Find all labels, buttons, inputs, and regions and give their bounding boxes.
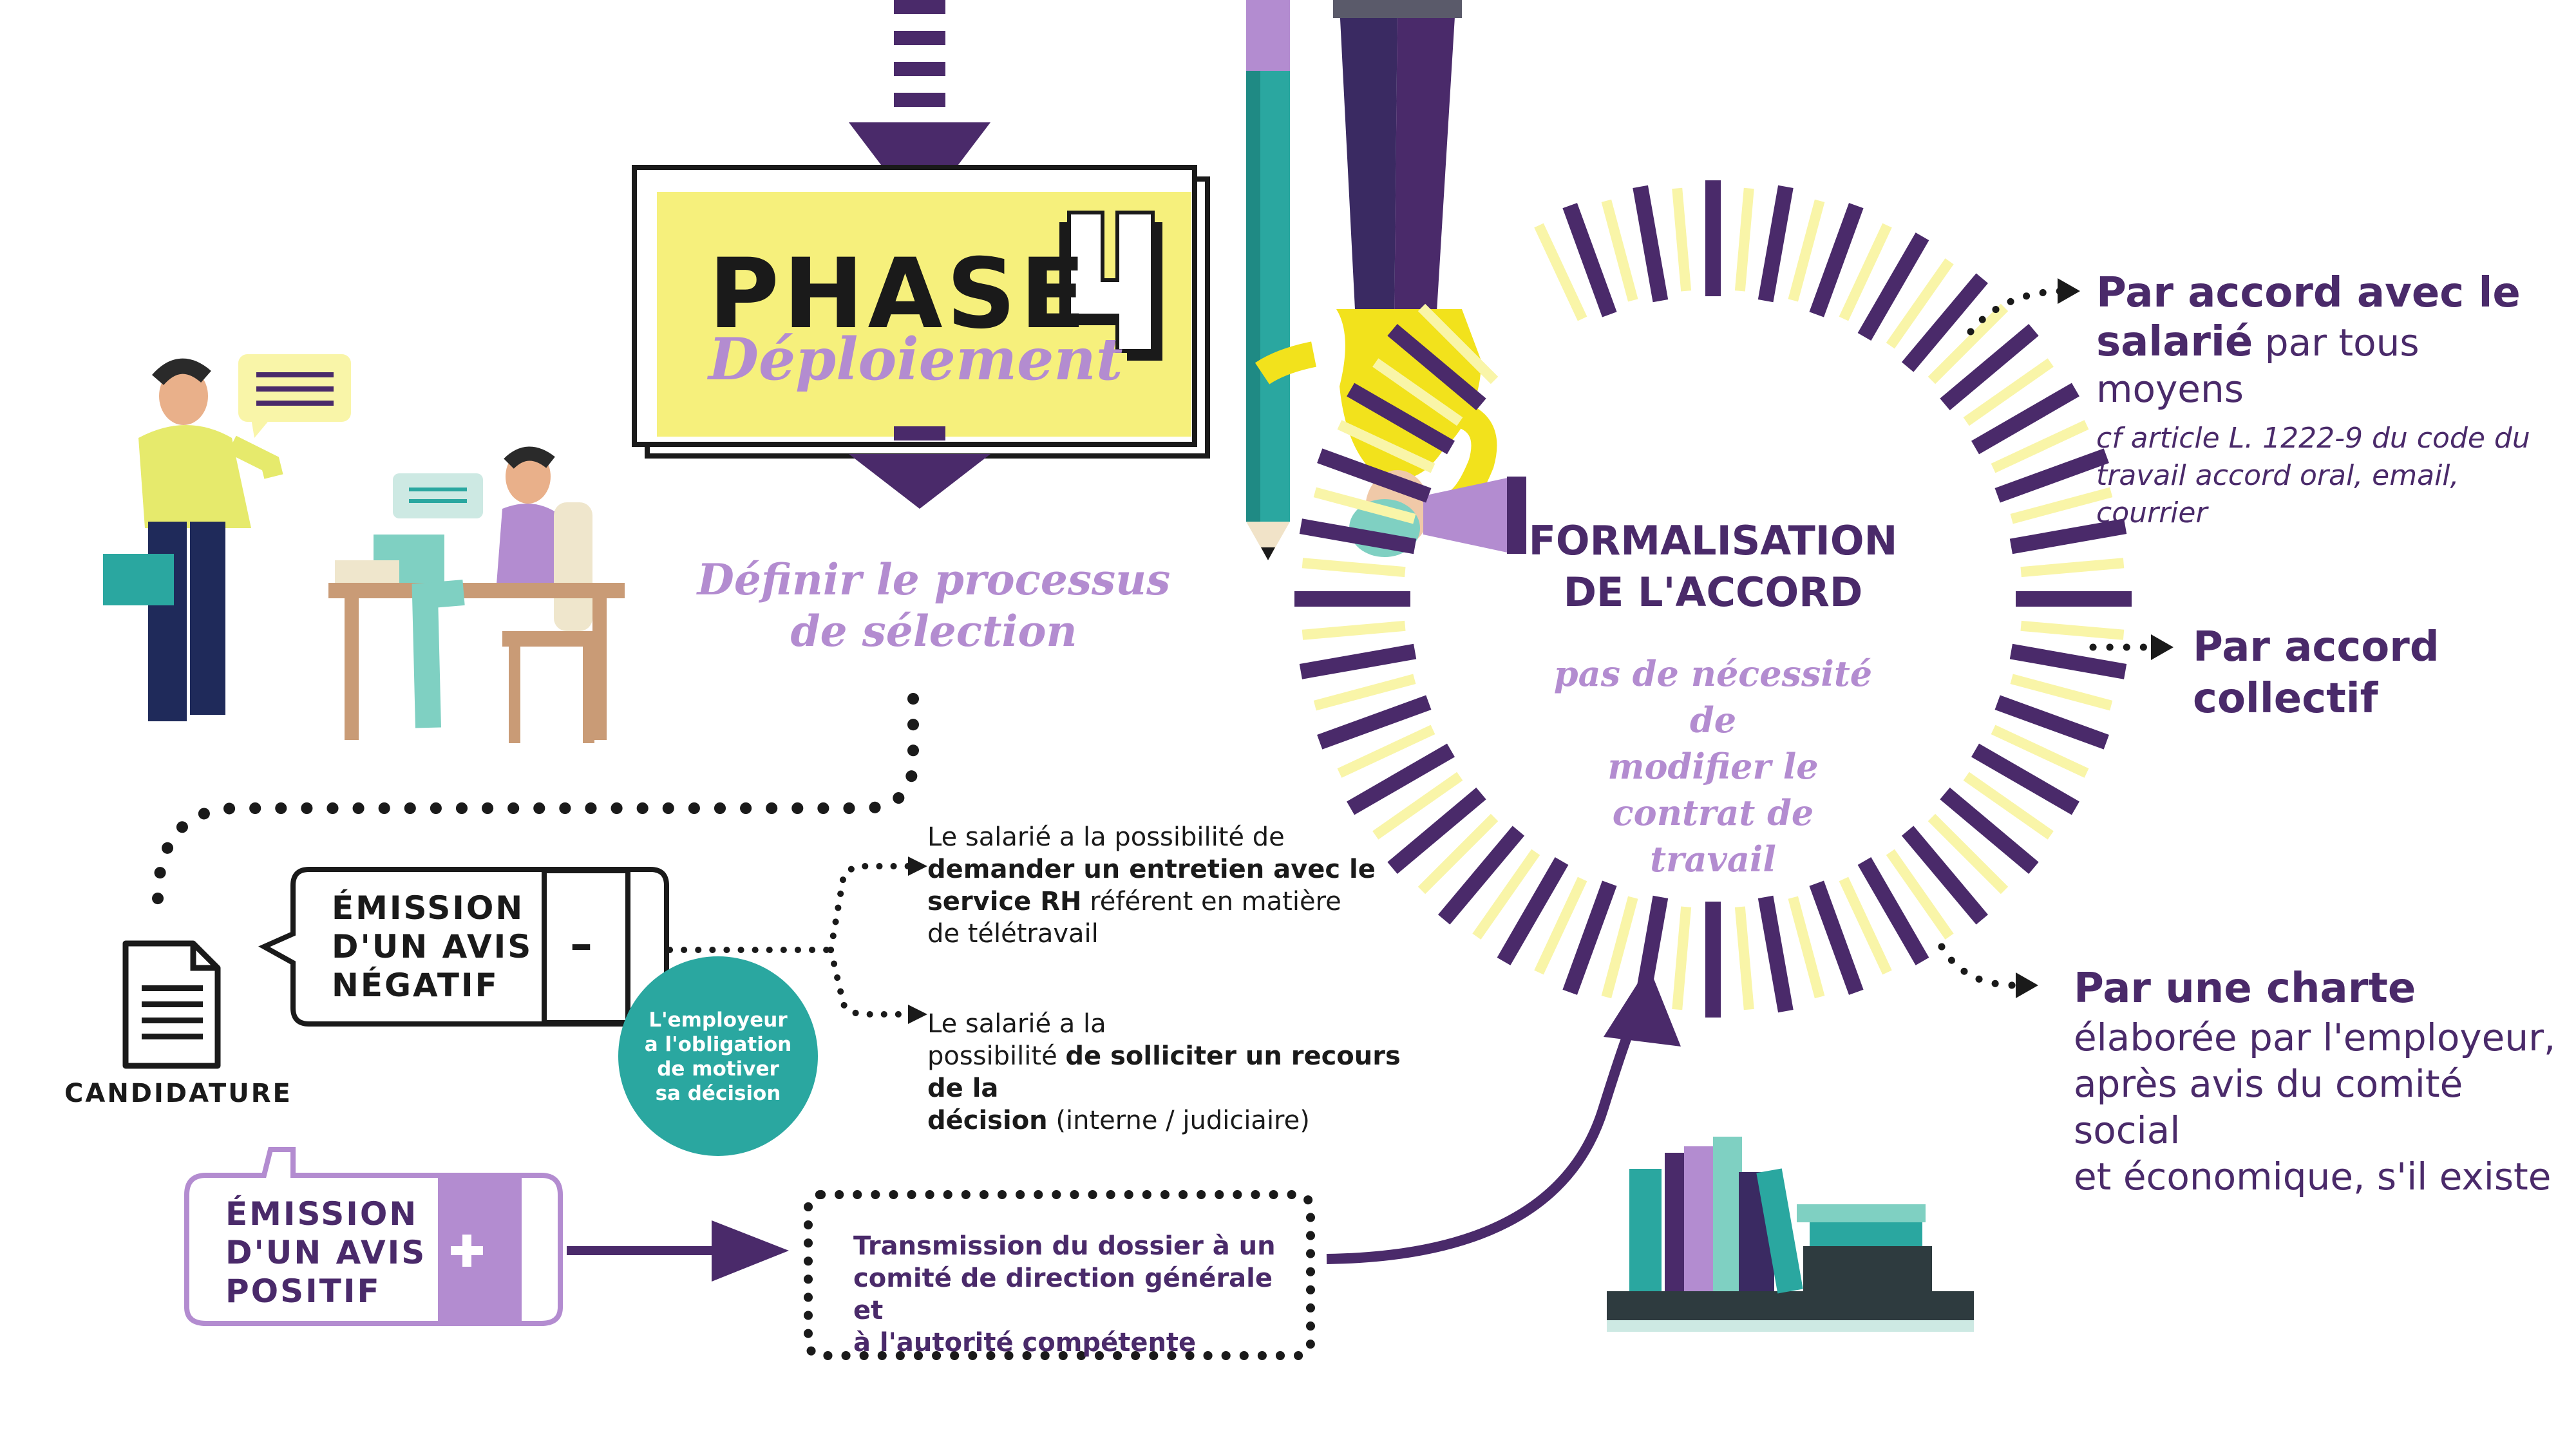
ring-ray	[1809, 203, 1864, 317]
negative-box	[258, 867, 669, 1027]
dotted-arrows-right	[1938, 287, 2158, 989]
ring-ray	[1562, 203, 1617, 317]
ring-ray	[2010, 487, 2113, 524]
ring-ray	[1901, 826, 1989, 925]
document-icon	[122, 940, 221, 1069]
ring-ray	[1437, 826, 1525, 925]
ring-ray	[1857, 857, 1929, 965]
ring-ray	[1857, 232, 1929, 341]
ring-ray	[1337, 420, 1435, 473]
pencil-illustration	[1246, 0, 1290, 560]
sunburst-ring	[1294, 180, 2132, 1018]
ring-ray	[1472, 849, 1540, 940]
ring-ray	[1940, 787, 2039, 875]
option-collective-agreement: Par accord collectif	[2193, 623, 2439, 723]
ring-ray	[1839, 223, 1892, 321]
positive-box	[184, 1147, 563, 1326]
ring-ray	[1313, 487, 1416, 524]
hanging-person-illustration	[1255, 0, 1526, 557]
ring-ray	[1927, 813, 2009, 895]
ring-ray	[2009, 518, 2127, 554]
ring-ray	[1317, 448, 1432, 503]
ring-ray	[1994, 695, 2109, 750]
phase-number-graphic	[1059, 211, 1162, 361]
ring-ray	[1672, 187, 1692, 292]
ring-ray	[1788, 896, 1825, 999]
ring-ray	[1633, 185, 1669, 303]
ring-ray	[1901, 273, 1989, 372]
candidature-label: CANDIDATURE	[64, 1079, 292, 1108]
define-process-step: Définir le processus de sélection	[697, 554, 1171, 656]
ring-ray	[1497, 857, 1569, 965]
ring-ray	[1562, 880, 1617, 995]
ring-ray	[2020, 620, 2125, 640]
ring-ray	[1601, 896, 1638, 999]
arrow-to-transmission	[567, 1220, 789, 1282]
ring-ray	[1963, 358, 2054, 426]
ring-ray	[1788, 199, 1825, 302]
ring-ray	[1417, 303, 1499, 384]
ring-ray	[1313, 674, 1416, 711]
ring-ray	[1809, 880, 1864, 995]
ring-ray	[1886, 258, 1954, 349]
negative-opinion-label: ÉMISSION D'UN AVIS NÉGATIF	[332, 889, 533, 1004]
phase-down-arrow	[849, 426, 990, 509]
ring-ray	[1347, 383, 1455, 455]
ring-ray	[1971, 743, 2079, 815]
ring-ray	[1839, 876, 1892, 975]
transmission-text: Transmission du dossier à un comité de d…	[853, 1231, 1276, 1358]
employer-obligation-text: L'employeur a l'obligation de motiver sa…	[644, 1009, 792, 1105]
ring-ray	[1387, 323, 1486, 411]
ring-ray	[1927, 303, 2009, 384]
transmission-box	[804, 1190, 1315, 1360]
ring-ray	[1971, 383, 2079, 455]
ring-ray	[1601, 199, 1638, 302]
note-appeal: Le salarié a la possibilité de sollicite…	[927, 1009, 1401, 1135]
ring-ray	[1372, 358, 1463, 426]
books-illustration	[1607, 1137, 1974, 1332]
ring-ray	[1299, 643, 1417, 679]
ring-ray	[1534, 223, 1587, 321]
ring-ray	[1991, 420, 2089, 473]
ring-ray	[1347, 743, 1455, 815]
ring-ray	[1994, 448, 2109, 503]
phase-title: PHASE	[708, 238, 1090, 350]
positive-opinion-label: ÉMISSION D'UN AVIS POSITIF	[225, 1195, 427, 1310]
formalisation-subtitle: pas de nécessité de modifier le contrat …	[1553, 653, 1873, 880]
minus-sign: –	[570, 918, 592, 971]
ring-ray	[2020, 558, 2125, 578]
ring-ray	[1963, 772, 2054, 840]
ring-ray	[1757, 185, 1794, 303]
ring-ray	[1734, 187, 1754, 292]
people-illustration	[103, 354, 625, 743]
obligation-seal	[618, 956, 818, 1156]
ring-ray	[2009, 643, 2127, 679]
ring-ray	[1991, 724, 2089, 778]
ring-ray	[1734, 906, 1754, 1010]
formalisation-title: FORMALISATION DE L'ACCORD	[1528, 517, 1898, 616]
dotted-connector-branches	[667, 863, 914, 1018]
option-employee-agreement: Par accord avec le salarié par tous moye…	[2096, 269, 2530, 529]
ring-ray	[1317, 695, 1432, 750]
phase-box	[632, 165, 1210, 459]
ring-ray	[1534, 876, 1587, 975]
ring-ray	[1372, 772, 1463, 840]
ring-ray	[1633, 895, 1669, 1013]
ring-ray	[1757, 895, 1794, 1013]
option-charter: Par une charte élaborée par l'employeur,…	[2074, 965, 2556, 1198]
ring-ray	[1886, 849, 1954, 940]
ring-ray	[1940, 323, 2039, 411]
phase-subtitle: Déploiement	[708, 325, 1123, 393]
ring-ray	[1417, 813, 1499, 895]
ring-ray	[1672, 906, 1692, 1010]
ring-ray	[1302, 558, 1406, 578]
ring-ray	[1302, 620, 1406, 640]
note-interview: Le salarié a la possibilité de demander …	[927, 822, 1376, 949]
ring-ray	[1337, 724, 1435, 778]
ring-ray	[1299, 518, 1417, 554]
ring-ray	[2010, 674, 2113, 711]
ring-ray	[1387, 787, 1486, 875]
